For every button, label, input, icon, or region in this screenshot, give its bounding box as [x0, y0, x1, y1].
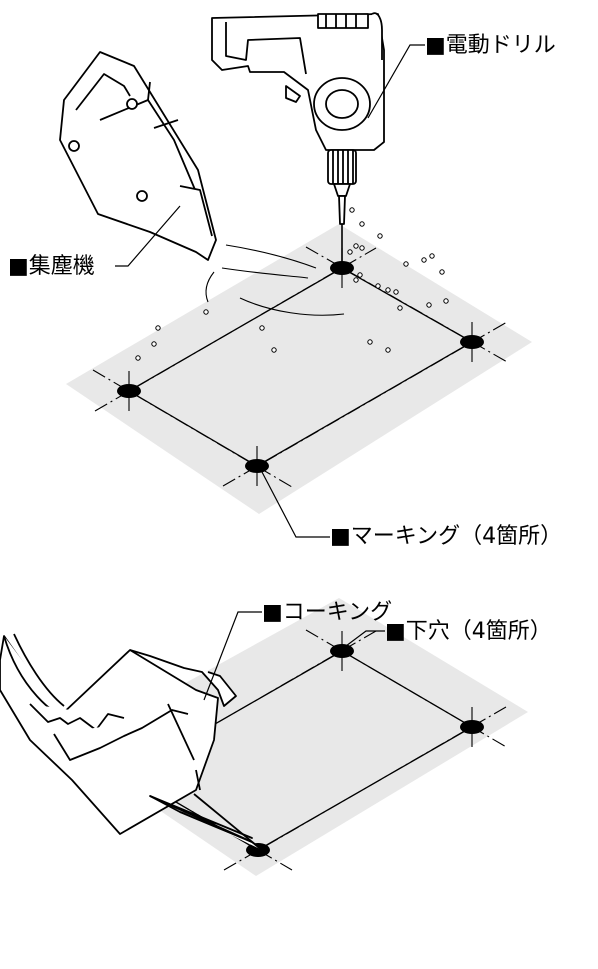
drill-label: ■電動ドリル [425, 33, 556, 58]
top-scene [59, 12, 532, 538]
caulking-label: ■コーキング [262, 600, 393, 625]
mark-right [460, 335, 484, 349]
caulking-gun-illustration [0, 633, 263, 851]
hole-right [460, 720, 484, 734]
top-leader-lines [115, 44, 425, 538]
dust-collector-illustration [59, 51, 217, 261]
dust-particles [135, 207, 449, 361]
hole-top [330, 644, 354, 658]
mark-top [330, 261, 354, 275]
hole-bottom [246, 843, 270, 857]
marking-label: ■マーキング（4箇所） [330, 524, 563, 549]
mark-left [117, 384, 141, 398]
airflow-lines [205, 244, 345, 316]
bottom-scene [0, 598, 528, 876]
mark-bottom [245, 459, 269, 473]
dust-collector-label: ■集塵機 [8, 254, 95, 279]
bottom-leader-lines [203, 611, 385, 701]
electric-drill-illustration [211, 12, 385, 262]
pilot-holes-label: ■下穴（4箇所） [385, 619, 552, 644]
top-gray-sheet [66, 224, 532, 514]
